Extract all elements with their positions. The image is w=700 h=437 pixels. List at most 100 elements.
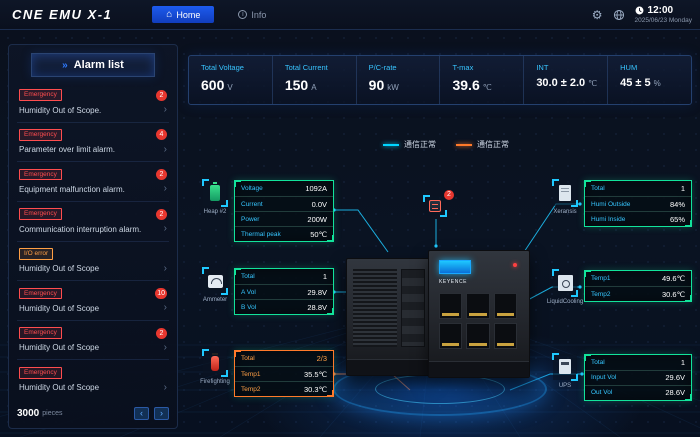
alarm-list-footer: 3000 pieces xyxy=(17,404,169,422)
chevron-right-icon xyxy=(164,303,167,313)
row-label: Temp1 xyxy=(591,275,611,282)
row-value: 29.6V xyxy=(665,373,685,383)
alarm-severity-tag: Emergency xyxy=(19,327,62,339)
alarm-list-item[interactable]: Emergency 2 Equipment malfunction alarm. xyxy=(17,162,169,202)
data-row: Total 1 xyxy=(585,355,691,370)
alarm-total-unit: pieces xyxy=(42,409,63,417)
alarm-text: Humidity Out of Scope xyxy=(19,264,100,274)
gear-icon[interactable] xyxy=(592,9,603,21)
device-data-table: Voltage 1092A Current 0.0V Power 200W Th… xyxy=(234,180,334,242)
stat-value-row: 30.0 ± 2.0 ℃ xyxy=(536,77,603,89)
tab-info[interactable]: Info xyxy=(224,6,280,23)
row-value: 1092A xyxy=(305,184,327,193)
device-icon-column: Xeransis xyxy=(550,179,580,216)
row-value: 84% xyxy=(669,199,685,209)
tab-home[interactable]: Home xyxy=(152,6,215,23)
chevron-right-icon xyxy=(164,184,167,194)
stat-label: HUM xyxy=(620,63,638,72)
alarm-sidebar: Alarm list Emergency 2 Humidity Out of S… xyxy=(8,44,178,429)
stat-unit: ℃ xyxy=(482,83,492,92)
comm-legend: 通信正常 通信正常 xyxy=(383,139,509,150)
alarm-list-item[interactable]: Emergency 2 Humidity Out of Scope xyxy=(17,321,169,361)
alarm-item-bottom-row: Humidity Out of Scope. xyxy=(19,105,167,115)
alarm-severity-tag: Emergency xyxy=(19,366,62,379)
alarm-list-item[interactable]: Emergency 2 Humidity Out of Scope. xyxy=(17,83,169,123)
stat-card: P/C-rate 90 kW xyxy=(355,56,440,104)
legend-item: 通信正常 xyxy=(456,139,509,150)
device-icon xyxy=(559,359,571,375)
data-row: Total 2/3 xyxy=(235,351,333,366)
row-label: Input Vol xyxy=(591,374,617,382)
alarm-list-item[interactable]: Emergency 4 Parameter over limit alarm. xyxy=(17,123,169,163)
data-row: Thermal peak 50℃ xyxy=(235,226,333,241)
pagination xyxy=(134,406,169,420)
data-row: Temp2 30.6℃ xyxy=(585,286,691,301)
device-icon-frame xyxy=(552,269,578,297)
stat-card: INT 30.0 ± 2.0 ℃ xyxy=(523,56,607,104)
stat-unit: V xyxy=(227,83,233,92)
device-icon xyxy=(211,352,219,371)
alarm-item-bottom-row: Equipment malfunction alarm. xyxy=(19,184,167,194)
prev-page-button[interactable] xyxy=(134,406,149,420)
data-row: Current 0.0V xyxy=(235,196,333,211)
alarm-item-top-row: Emergency 2 xyxy=(19,168,167,181)
globe-icon[interactable] xyxy=(613,9,625,21)
device-name: LiquidCooling xyxy=(546,299,584,305)
stat-value: 45 ± 5 xyxy=(620,77,651,89)
alarm-list-item[interactable]: I/O error Humidity Out of Scope xyxy=(17,242,169,282)
stat-unit: ℃ xyxy=(588,79,598,88)
server-icon xyxy=(429,200,441,212)
alarm-text: Humidity Out of Scope xyxy=(19,343,100,353)
alarm-list-item[interactable]: Emergency Humidity Out of Scope xyxy=(17,360,169,399)
legend-line-swatch xyxy=(456,143,472,146)
device-panels-left: Heap #2 Voltage 1092A Current 0.0V Power… xyxy=(200,179,334,397)
device-data-table: Total 1 A Vol 29.8V B Vol 28.8V xyxy=(234,268,334,315)
row-value: 0.0V xyxy=(311,199,327,209)
data-row: Temp2 30.3℃ xyxy=(235,381,333,396)
row-label: Humi Inside xyxy=(591,215,626,223)
stat-value-row: 150 A xyxy=(285,77,352,93)
alarm-list-item[interactable]: Emergency 10 Humidity Out of Scope xyxy=(17,281,169,321)
device-icon xyxy=(210,182,220,201)
ethernet-port xyxy=(493,293,517,319)
stat-value: 90 xyxy=(368,77,385,93)
stat-value-row: 90 kW xyxy=(369,77,436,93)
chevron-right-icon xyxy=(164,383,167,393)
device-icon-column: Heap #2 xyxy=(200,179,230,216)
data-row: Humi Outside 84% xyxy=(585,196,691,211)
stat-card: Total Voltage 600 V xyxy=(189,56,272,104)
row-label: Total xyxy=(591,185,605,192)
alarm-list-item[interactable]: Emergency 2 Communication interruption a… xyxy=(17,202,169,242)
chevron-right-icon xyxy=(164,224,167,234)
row-value: 35.5℃ xyxy=(303,369,327,379)
device-name: Firefighting xyxy=(200,379,230,385)
home-icon xyxy=(166,9,172,20)
alarm-severity-tag: Emergency xyxy=(19,208,62,221)
data-row: Temp1 49.6℃ xyxy=(585,271,691,286)
row-value: 200W xyxy=(307,214,327,224)
alarm-item-bottom-row: Communication interruption alarm. xyxy=(19,224,167,234)
device-panels-right: Xeransis Total 1 Humi Outside 84% Humi I… xyxy=(546,179,692,401)
row-label: Temp2 xyxy=(591,290,611,298)
alarm-list-title: Alarm list xyxy=(73,59,124,71)
gateway-icon[interactable]: 2 xyxy=(423,190,454,217)
ethernet-port xyxy=(439,293,463,319)
alarm-count-badge: 2 xyxy=(156,89,167,101)
alarm-severity-tag: Emergency xyxy=(19,129,62,141)
next-page-button[interactable] xyxy=(154,406,169,420)
row-label: Power xyxy=(241,215,260,223)
nav-tabs: Home Info xyxy=(152,6,280,23)
stat-value-row: 39.6 ℃ xyxy=(452,77,519,93)
device-panel: LiquidCooling Temp1 49.6℃ Temp2 30.6℃ xyxy=(546,269,692,306)
data-row: Input Vol 29.6V xyxy=(585,369,691,385)
row-value: 50℃ xyxy=(310,229,327,239)
row-value: 30.3℃ xyxy=(303,384,327,394)
stat-card: Total Current 150 A xyxy=(271,56,356,104)
row-value: 30.6℃ xyxy=(661,289,685,299)
row-label: Temp1 xyxy=(241,370,261,378)
legend-line-swatch xyxy=(383,143,399,146)
device-icon-column: Firefighting xyxy=(200,349,230,386)
cabinet-base xyxy=(429,361,529,377)
clock-block: 12:00 2025/06/23 Monday xyxy=(635,5,692,24)
